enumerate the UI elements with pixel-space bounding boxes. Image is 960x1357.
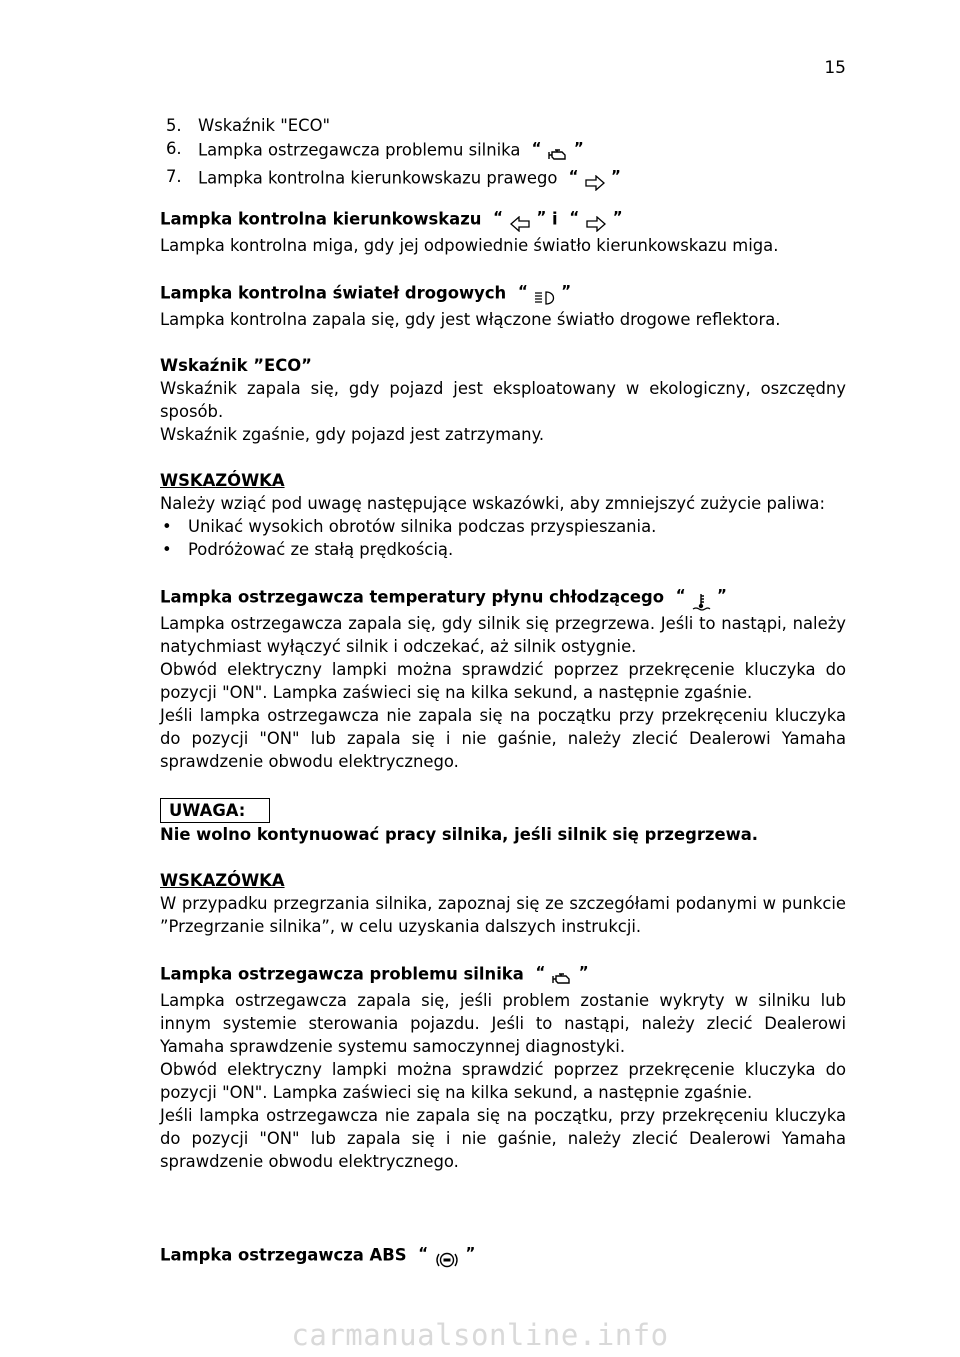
heading-text: Lampka ostrzegawcza temperatury płynu ch… (160, 587, 664, 607)
list-item: 7. Lampka kontrolna kierunkowskazu prawe… (160, 165, 621, 193)
turn-signal-text: Lampka kontrolna miga, gdy jej odpowiedn… (160, 236, 779, 255)
abs-heading: Lampka ostrzegawcza ABS “ ” (160, 1242, 846, 1270)
engine-circuit-text: Obwód elektryczny lampki można sprawdzić… (160, 1060, 846, 1102)
quote-close: ” (465, 1244, 476, 1262)
eco-text-stop: Wskaźnik zgaśnie, gdy pojazd jest zatrzy… (160, 425, 545, 444)
quote-close: ” (573, 139, 584, 157)
bullet-text: Podróżować ze stałą prędkością. (188, 540, 454, 559)
list-number: 7. (166, 167, 182, 186)
engine-warning-text: Lampka ostrzegawcza zapala się, jeśli pr… (160, 991, 846, 1056)
eco-text: Wskaźnik zapala się, gdy pojazd jest eks… (160, 379, 846, 421)
high-beam-text: Lampka kontrolna zapala się, gdy jest wł… (160, 310, 781, 329)
quote-close: ” (716, 586, 727, 604)
heading-text: Lampka ostrzegawcza ABS (160, 1245, 407, 1265)
quote-open: “ (568, 167, 579, 185)
bullet-item: • Unikać wysokich obrotów silnika podcza… (160, 515, 846, 538)
turn-left-icon-group: “ ” (493, 206, 546, 234)
quote-open: “ (675, 586, 686, 604)
coolant-text: Lampka ostrzegawcza zapala się, gdy siln… (160, 614, 846, 656)
turn-signal-heading: Lampka kontrolna kierunkowskazu “ ” i “ … (160, 206, 846, 234)
bullet-item: • Podróżować ze stałą prędkością. (160, 538, 846, 561)
turn-right-icon-group: “ ” (569, 206, 623, 234)
warning-box-row: UWAGA: (160, 798, 846, 823)
heading-text: Lampka ostrzegawcza problemu silnika (160, 964, 524, 984)
coolant-temperature-icon (692, 593, 711, 611)
engine-warning-icon (552, 972, 570, 984)
list-text: Lampka kontrolna kierunkowskazu prawego (198, 168, 558, 188)
quote-close: ” (578, 963, 589, 981)
heading-text: Lampka kontrolna świateł drogowych (160, 283, 507, 303)
quote-close: ” (610, 167, 621, 185)
conjunction: i (552, 209, 558, 229)
tip-text: W przypadku przegrzania silnika, zapozna… (160, 894, 846, 936)
quote-close: ” (536, 208, 547, 226)
engine-dealer-text: Jeśli lampka ostrzegawcza nie zapala się… (160, 1106, 846, 1171)
quote-open: “ (535, 963, 546, 981)
turn-left-icon (509, 215, 530, 232)
bullet-symbol: • (162, 517, 172, 536)
coolant-temperature-icon-group: “ ” (676, 584, 727, 612)
engine-warning-icon-group: “ ” (536, 961, 589, 989)
watermark-footer: carmanualsonline.info (291, 1318, 669, 1352)
bullet-text: Unikać wysokich obrotów silnika podczas … (188, 517, 657, 536)
warning-label: UWAGA: (160, 798, 271, 823)
page-number: 15 (824, 58, 846, 78)
engine-warning-icon (548, 148, 566, 160)
high-beam-heading: Lampka kontrolna świateł drogowych “ ” (160, 280, 846, 308)
quote-open: “ (517, 282, 528, 300)
turn-right-icon-group: “ ” (569, 165, 621, 193)
bullet-symbol: • (162, 540, 172, 559)
quote-open: “ (531, 139, 542, 157)
quote-close: ” (561, 282, 572, 300)
abs-icon (436, 1252, 458, 1267)
quote-open: “ (418, 1244, 429, 1262)
coolant-circuit-text: Obwód elektryczny lampki można sprawdzić… (160, 660, 846, 702)
heading-text: Lampka kontrolna kierunkowskazu (160, 209, 482, 229)
engine-warning-heading: Lampka ostrzegawcza problemu silnika “ ” (160, 961, 846, 989)
quote-open: “ (493, 208, 504, 226)
list-item: 6. Lampka ostrzegawcza problemu silnika … (160, 137, 621, 165)
list-text: Lampka ostrzegawcza problemu silnika (198, 140, 521, 160)
list-text: Wskaźnik "ECO" (198, 116, 331, 135)
turn-right-icon (586, 215, 606, 232)
warning-text: Nie wolno kontynuować pracy silnika, jeś… (160, 825, 758, 844)
main-column: Lampka kontrolna kierunkowskazu “ ” i “ … (160, 206, 846, 1270)
tip-label: WSKAZÓWKA (160, 471, 285, 490)
high-beam-icon-group: “ ” (518, 280, 571, 308)
engine-warning-icon-group: “ ” (532, 137, 584, 165)
high-beam-icon (534, 290, 554, 305)
eco-heading: Wskaźnik ”ECO” (160, 356, 312, 375)
list-number: 5. (166, 116, 182, 135)
quote-open: “ (569, 208, 580, 226)
list-item: 5. Wskaźnik "ECO" (160, 114, 621, 137)
tip-text: Należy wziąć pod uwagę następujące wskaz… (160, 494, 825, 513)
abs-icon-group: “ ” (418, 1242, 475, 1270)
turn-right-icon (585, 174, 605, 191)
list-number: 6. (166, 139, 182, 158)
coolant-dealer-text: Jeśli lampka ostrzegawcza nie zapala się… (160, 706, 846, 771)
coolant-heading: Lampka ostrzegawcza temperatury płynu ch… (160, 584, 846, 612)
numbered-list: 5. Wskaźnik "ECO" 6. Lampka ostrzegawcza… (160, 114, 621, 193)
tip-label: WSKAZÓWKA (160, 871, 285, 890)
quote-close: ” (612, 208, 623, 226)
